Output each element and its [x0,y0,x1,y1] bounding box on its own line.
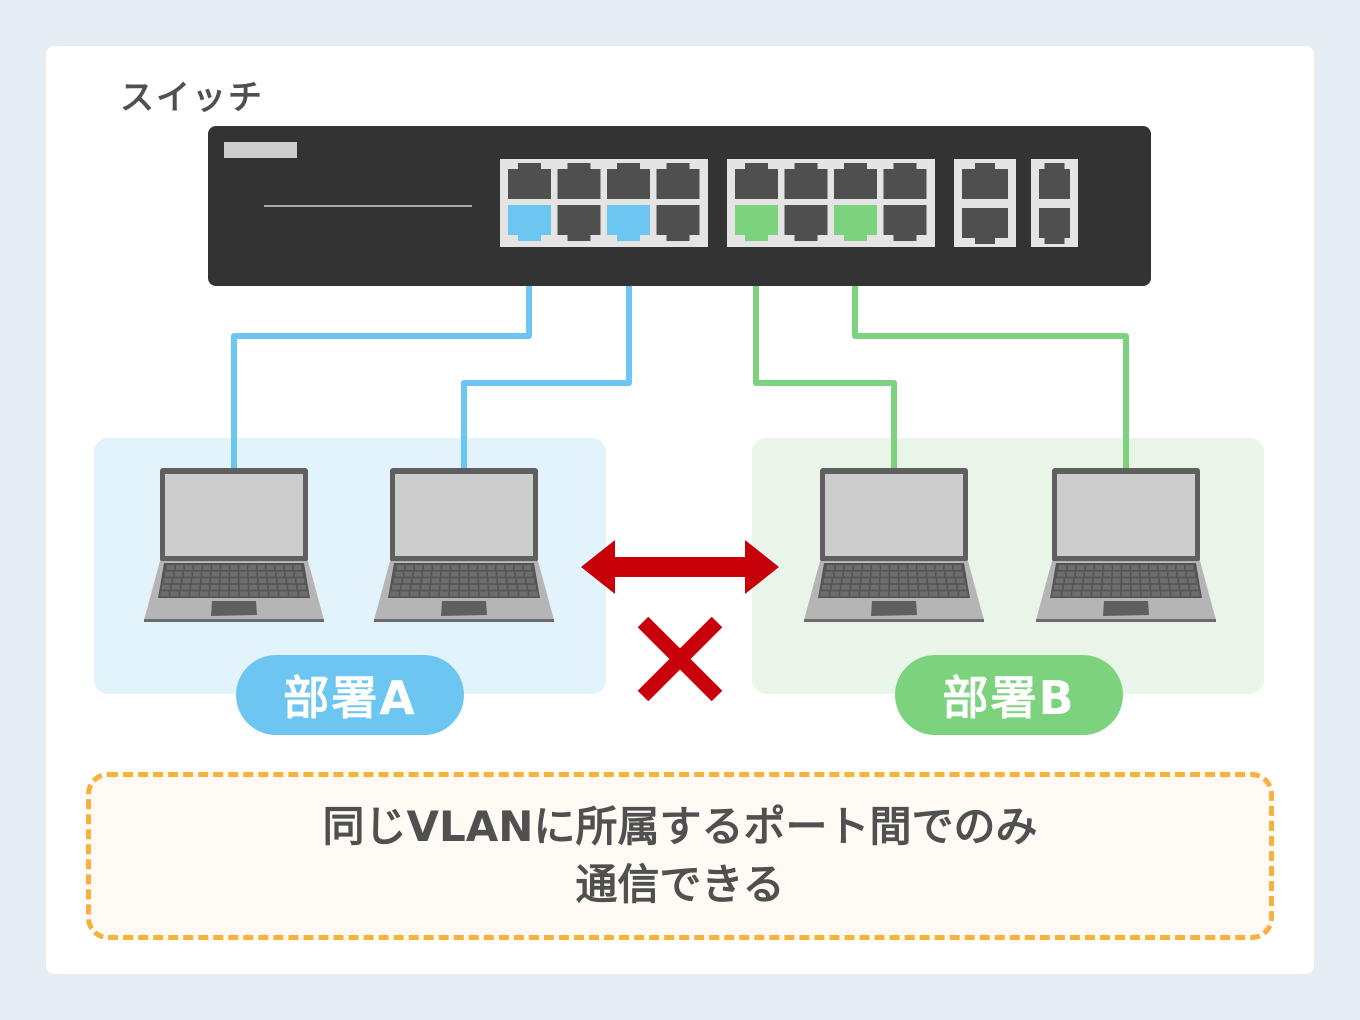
keyboard [818,563,970,598]
switch-port [834,163,877,199]
touchpad [871,601,917,616]
switch-line [264,205,472,207]
laptop-department-a-1 [144,468,324,622]
switch-port-active [735,205,778,241]
switch-port [607,163,650,199]
note-line-1: 同じVLANに所属するポート間でのみ [322,802,1038,851]
touchpad [1103,601,1149,616]
switch-port [883,163,927,199]
uplink-port [962,163,1008,199]
double-arrow-icon [581,540,779,594]
switch-port [557,205,601,241]
note-box: 同じVLANに所属するポート間でのみ 通信できる [86,772,1274,940]
department-a-label: 部署A [236,655,464,735]
uplink-port [1039,208,1070,244]
keyboard [388,563,540,598]
switch-label: スイッチ [120,78,264,118]
keyboard [158,563,310,598]
touchpad [441,601,487,616]
cross-icon [637,616,723,702]
switch-port [656,205,700,241]
switch-port [735,163,778,199]
switch-port-active [508,205,551,241]
switch-port [883,205,927,241]
cable-a2 [461,236,632,470]
switch-port [508,163,551,199]
uplink-port [1039,163,1070,199]
laptop-department-b-2 [1036,468,1216,622]
switch-port-active [834,205,877,241]
cable-b1 [753,236,897,470]
switch-port-active [607,205,650,241]
switch-port [557,163,601,199]
note-line-2: 通信できる [575,860,785,909]
switch-port [784,163,828,199]
switch-logo-plate [224,142,297,158]
department-b-label: 部署B [895,655,1123,735]
uplink-port [962,208,1008,244]
switch-port [656,163,700,199]
laptop-department-a-2 [374,468,554,622]
laptop-department-b-1 [804,468,984,622]
network-switch [208,126,1151,286]
keyboard [1050,563,1202,598]
switch-port [784,205,828,241]
touchpad [211,601,257,616]
